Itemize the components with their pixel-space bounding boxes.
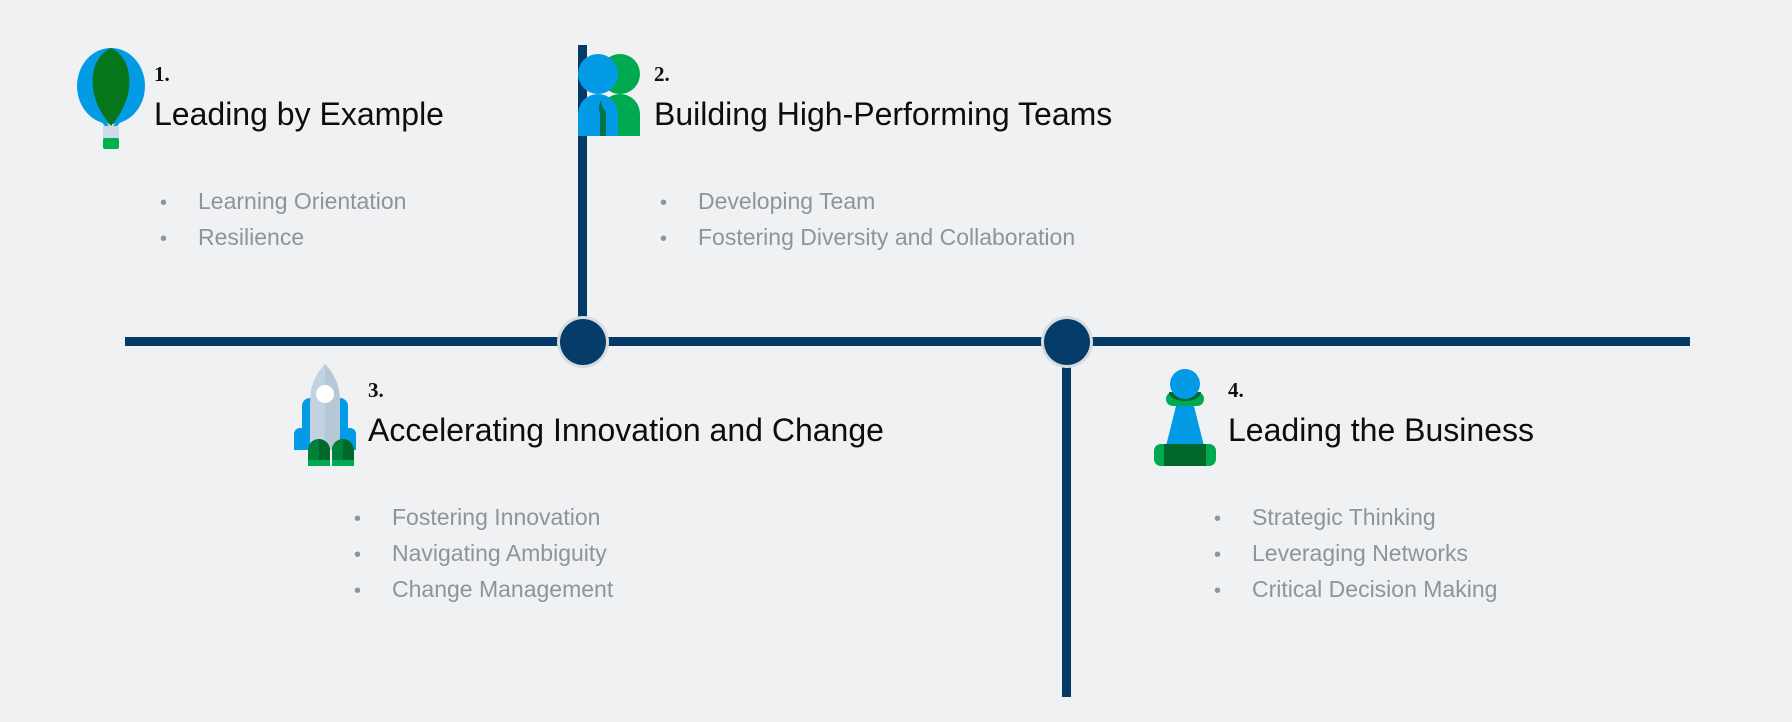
milestone-2-bullets: • Developing Team • Fostering Diversity …: [660, 184, 1112, 256]
milestone-3-number: 3.: [368, 378, 384, 402]
list-item: • Change Management: [354, 572, 884, 608]
milestone-2: 2. Building High-Performing Teams • Deve…: [568, 42, 1112, 256]
milestone-4: 4. Leading the Business • Strategic Thin…: [1142, 358, 1534, 608]
rocket-icon: [282, 358, 368, 468]
milestone-3-title: Accelerating Innovation and Change: [368, 412, 884, 448]
bullet-label: Critical Decision Making: [1252, 576, 1498, 602]
bullet-icon: •: [660, 228, 668, 250]
milestone-1: 1. Leading by Example • Learning Orienta…: [68, 42, 444, 256]
bullet-label: Resilience: [198, 224, 305, 250]
milestone-4-header: 4. Leading the Business: [1142, 358, 1534, 468]
timeline-horizontal-axis: [125, 337, 1690, 346]
milestone-2-header: 2. Building High-Performing Teams: [568, 42, 1112, 152]
milestone-3-head-text: 3. Accelerating Innovation and Change: [368, 358, 884, 449]
bullet-label: Navigating Ambiguity: [392, 540, 607, 566]
milestone-4-head-text: 4. Leading the Business: [1228, 358, 1534, 449]
milestone-1-header: 1. Leading by Example: [68, 42, 444, 152]
bullet-icon: •: [160, 228, 168, 250]
milestone-2-number: 2.: [654, 62, 670, 86]
milestone-1-number: 1.: [154, 62, 170, 86]
bullet-label: Fostering Diversity and Collaboration: [698, 224, 1076, 250]
milestone-4-title: Leading the Business: [1228, 412, 1534, 448]
hot-air-balloon-icon: [68, 42, 154, 152]
milestone-1-head-text: 1. Leading by Example: [154, 42, 444, 133]
list-item: • Leveraging Networks: [1214, 536, 1534, 572]
milestone-2-head-text: 2. Building High-Performing Teams: [654, 42, 1112, 133]
bullet-icon: •: [354, 508, 362, 530]
chess-pawn-icon: [1142, 358, 1228, 468]
bullet-icon: •: [160, 192, 168, 214]
milestone-3: 3. Accelerating Innovation and Change • …: [282, 358, 884, 608]
list-item: • Strategic Thinking: [1214, 500, 1534, 536]
list-item: • Critical Decision Making: [1214, 572, 1534, 608]
bullet-icon: •: [1214, 580, 1222, 602]
bullet-label: Developing Team: [698, 188, 876, 214]
bullet-label: Fostering Innovation: [392, 504, 601, 530]
milestone-2-title: Building High-Performing Teams: [654, 96, 1113, 132]
list-item: • Fostering Diversity and Collaboration: [660, 220, 1112, 256]
list-item: • Fostering Innovation: [354, 500, 884, 536]
bullet-icon: •: [1214, 508, 1222, 530]
timeline-node-2[interactable]: [1044, 319, 1090, 365]
list-item: • Navigating Ambiguity: [354, 536, 884, 572]
bullet-icon: •: [354, 544, 362, 566]
bullet-label: Leveraging Networks: [1252, 540, 1469, 566]
bullet-label: Change Management: [392, 576, 614, 602]
timeline-node-1[interactable]: [560, 319, 606, 365]
two-people-icon: [568, 42, 654, 152]
list-item: • Resilience: [160, 220, 444, 256]
milestone-1-title: Leading by Example: [154, 96, 444, 132]
milestone-4-bullets: • Strategic Thinking • Leveraging Networ…: [1214, 500, 1534, 608]
timeline-branch-down-2: [1062, 342, 1071, 697]
bullet-icon: •: [1214, 544, 1222, 566]
milestone-3-header: 3. Accelerating Innovation and Change: [282, 358, 884, 468]
milestone-1-bullets: • Learning Orientation • Resilience: [160, 184, 444, 256]
timeline-branch-up-1: [578, 45, 587, 345]
bullet-label: Strategic Thinking: [1252, 504, 1436, 530]
bullet-icon: •: [354, 580, 362, 602]
milestone-4-number: 4.: [1228, 378, 1244, 402]
list-item: • Developing Team: [660, 184, 1112, 220]
bullet-icon: •: [660, 192, 668, 214]
bullet-label: Learning Orientation: [198, 188, 407, 214]
milestone-3-bullets: • Fostering Innovation • Navigating Ambi…: [354, 500, 884, 608]
list-item: • Learning Orientation: [160, 184, 444, 220]
